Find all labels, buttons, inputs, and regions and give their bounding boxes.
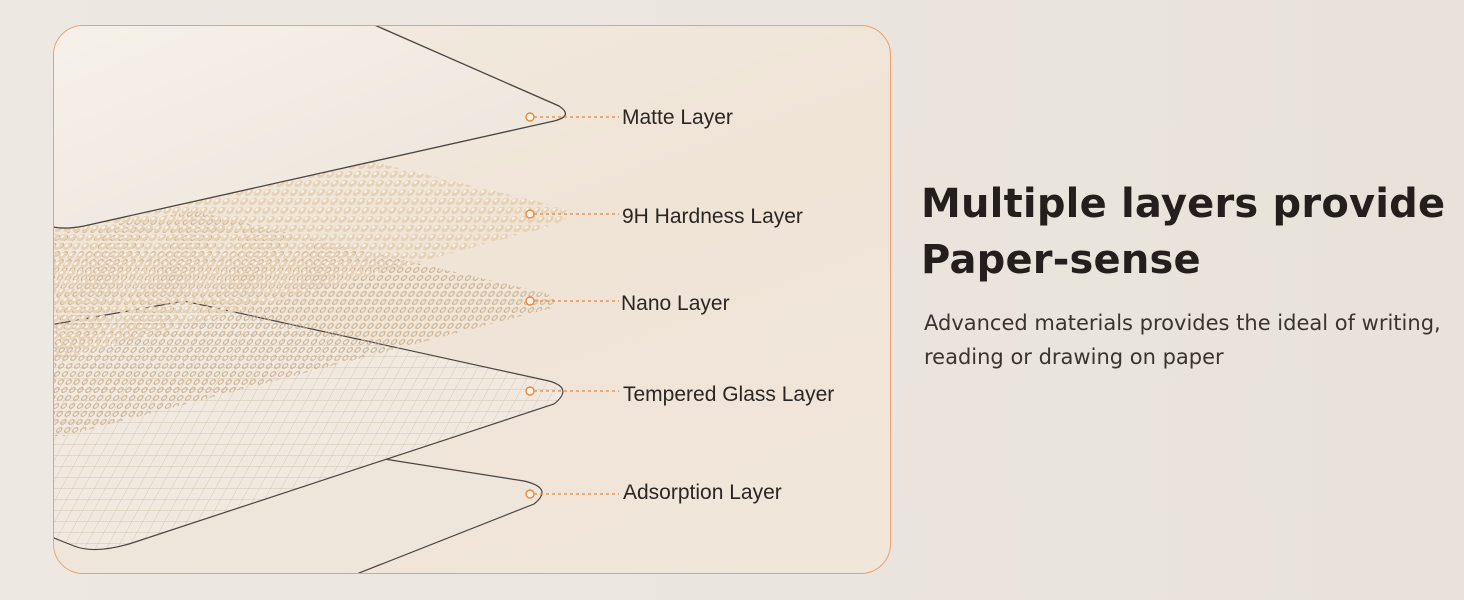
headline: Multiple layers provide Paper-sense <box>921 181 1446 283</box>
subtext: Advanced materials provides the ideal of… <box>924 311 1441 369</box>
layer-label-9h-hardness: 9H Hardness Layer <box>622 205 803 228</box>
callout-dots <box>525 112 535 499</box>
layer-label-nano: Nano Layer <box>621 292 730 315</box>
layer-diagram-panel: Matte Layer 9H Hardness Layer Nano Layer… <box>53 25 891 574</box>
layer-label-tempered-glass: Tempered Glass Layer <box>623 383 835 406</box>
matte-sheet <box>54 26 566 229</box>
layer-label-adsorption: Adsorption Layer <box>623 481 782 504</box>
layer-stack-illustration <box>54 26 619 573</box>
leader-lines <box>534 116 619 495</box>
layer-label-matte: Matte Layer <box>622 106 733 129</box>
